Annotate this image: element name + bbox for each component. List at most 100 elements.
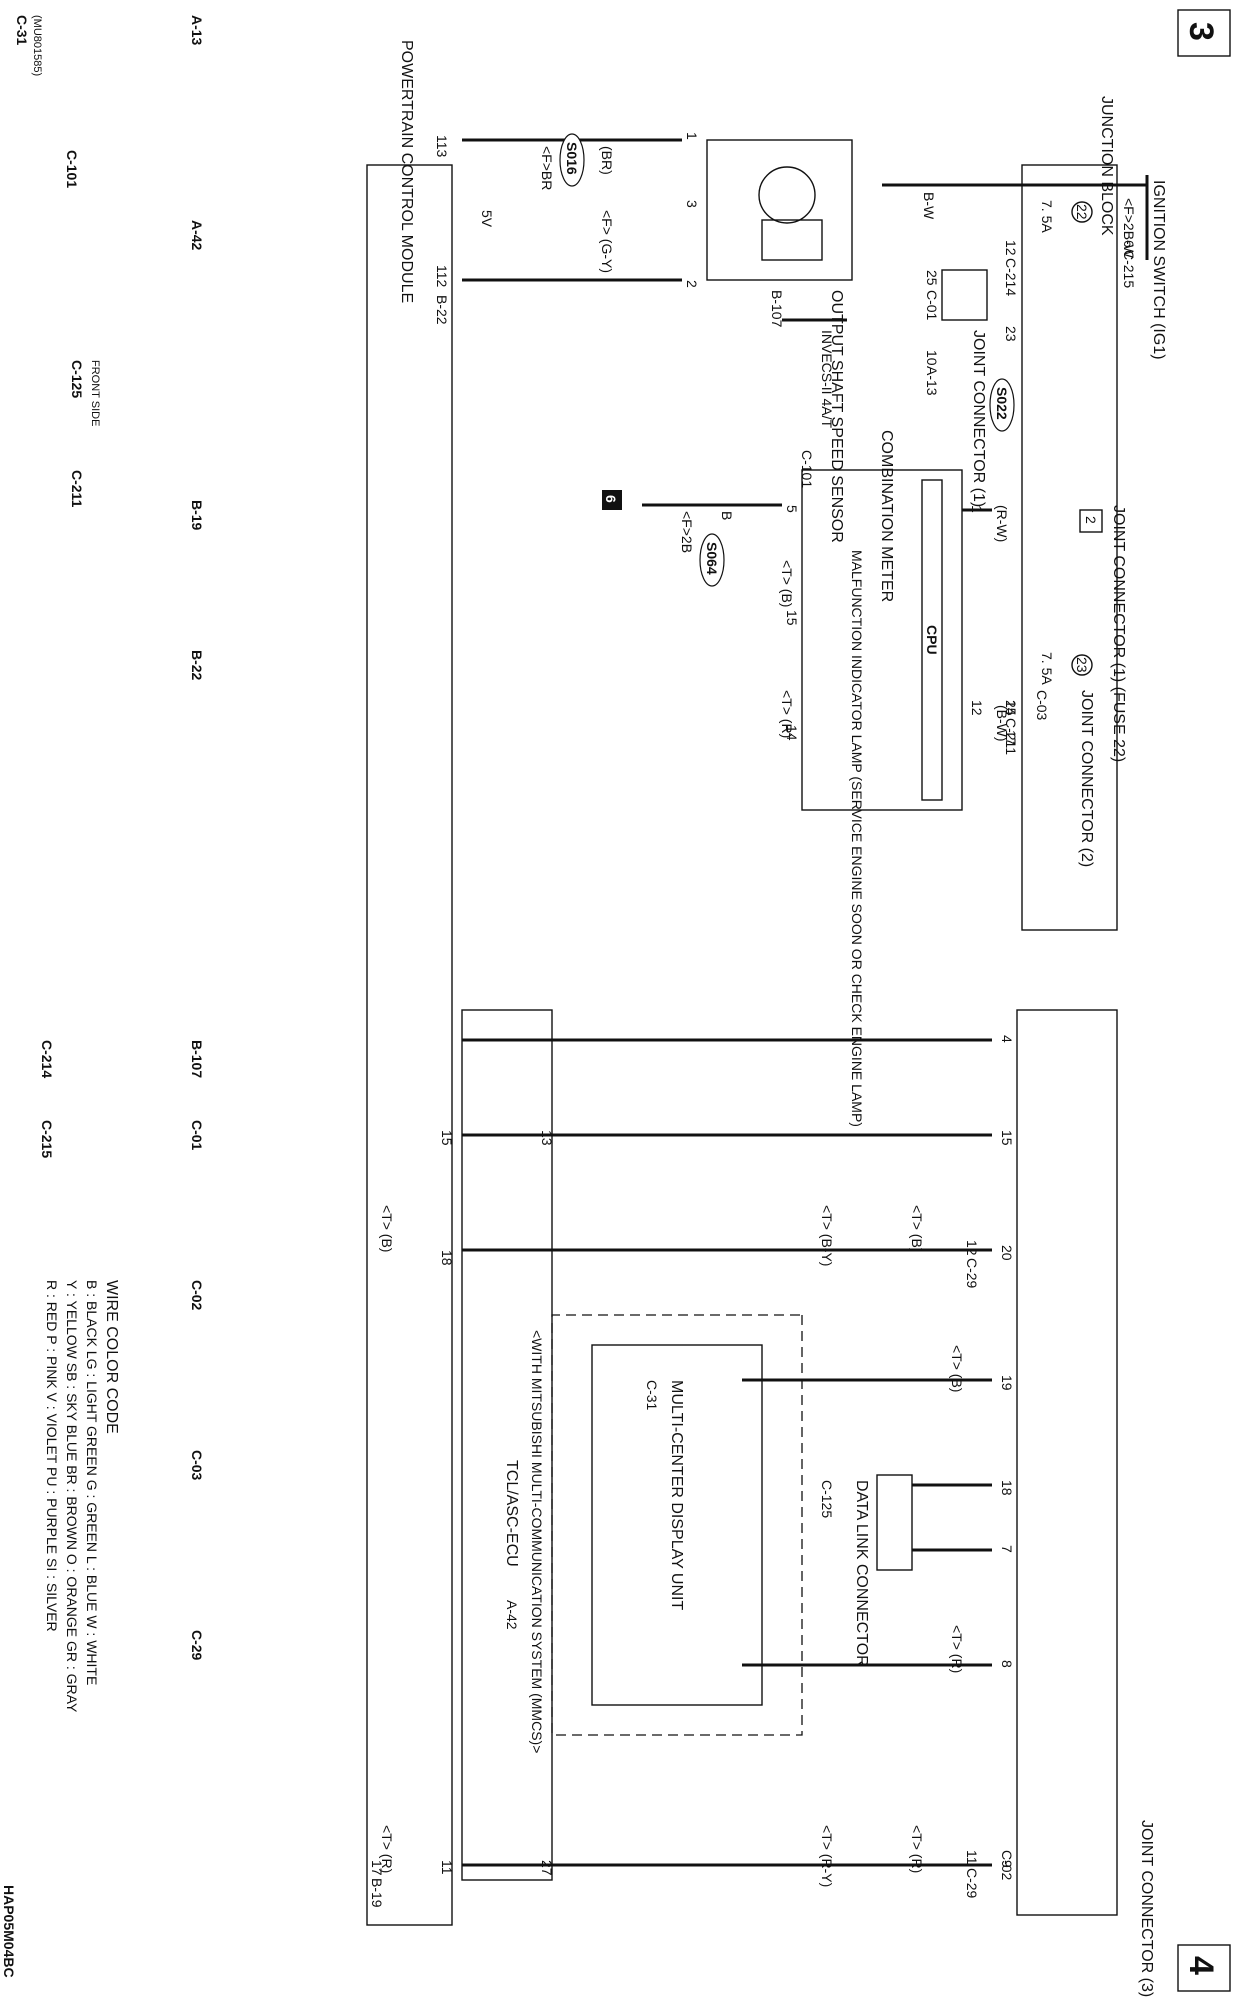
fuse-22-amps: 7. 5A: [1039, 200, 1055, 233]
fuse-23-amps: 7. 5A: [1039, 652, 1055, 685]
svg-text:B-22: B-22: [189, 650, 205, 681]
connector-view-b107: B-107: [189, 1040, 205, 1078]
svg-text:B-19: B-19: [189, 500, 205, 531]
wire-f2b-w: <F>2B-W: [1121, 198, 1137, 259]
wire-t-ry: <T> (R-Y): [819, 1825, 835, 1887]
page-marker-right-box: [1177, 1944, 1231, 1992]
combination-meter: [801, 469, 963, 811]
pin-2-box: 2: [1083, 516, 1099, 524]
fuse-23: 23: [1074, 657, 1090, 673]
pin-12-c29: 12: [964, 1240, 980, 1256]
pin-15-meter: 15: [784, 610, 800, 626]
output-shaft-speed-sensor: [706, 139, 853, 281]
pin-17: 17: [1003, 730, 1019, 746]
conn-b22-ref: B-22: [434, 295, 450, 325]
svg-text:C-215: C-215: [39, 1120, 55, 1158]
wire-t-b-meter: <T> (B): [779, 560, 795, 607]
pin-18: 18: [999, 1480, 1015, 1496]
svg-text:B-107: B-107: [189, 1040, 205, 1078]
wire-f2b: <F>2B: [679, 511, 695, 553]
wire-t-b-19: <T> (B): [949, 1345, 965, 1392]
page-number-left: 3: [1182, 22, 1220, 41]
pin-25-jb: 25: [1003, 700, 1019, 716]
connector-view-c31: C-31 (MU801585): [14, 15, 43, 76]
conn-c211-ref: C-211: [1003, 718, 1019, 755]
fuse-pin-box: [1079, 509, 1103, 533]
pin-15-jc3: 15: [999, 1130, 1015, 1146]
wire-t-b-20: <T> (B): [909, 1205, 925, 1252]
splice-s064: S064: [704, 542, 720, 575]
multi-center-display-label: MULTI-CENTER DISPLAY UNIT: [668, 1380, 685, 1610]
data-link-connector: [876, 1474, 913, 1571]
pin-5-meter: 5: [784, 505, 800, 513]
pin-4: 4: [999, 1035, 1015, 1043]
pin-2: 2: [684, 280, 700, 288]
ground-marker: 6: [603, 495, 619, 503]
conn-c31-ref: C-31: [644, 1380, 660, 1411]
wire-t-b-pcm: <T> (B): [379, 1205, 395, 1252]
sensor-label: OUTPUT SHAFT SPEED SENSOR: [828, 290, 845, 543]
splice-s064-tag: [699, 533, 725, 587]
conn-c29-ref-2: C-29: [964, 1868, 980, 1899]
wire-t-r-meter: <T> (R): [779, 690, 795, 738]
connector-view-c01: C-01: [189, 1120, 205, 1151]
joint-connector-2-label: JOINT CONNECTOR (2): [1078, 690, 1095, 867]
svg-text:C-211: C-211: [69, 470, 85, 508]
connector-view-b22: B-22: [189, 650, 205, 681]
connector-view-c211: C-211: [69, 470, 85, 508]
svg-text:C-125: C-125: [69, 360, 85, 398]
pin-6: 6: [1121, 240, 1137, 248]
connector-view-c125: C-125 FRONT SIDE: [69, 360, 101, 426]
pin-19: 19: [999, 1375, 1015, 1391]
connector-view-c29: C-29: [189, 1630, 205, 1661]
wire-color-legend: WIRE COLOR CODE B : BLACK LG : LIGHT GRE…: [44, 1280, 120, 1713]
fuse-22-circle: [1071, 201, 1093, 223]
wire-r-w: (R-W): [994, 505, 1010, 542]
svg-text:Y : YELLOW SB : SKY BLUE B: Y : YELLOW SB : SKY BLUE BR : BROWN O : …: [64, 1280, 80, 1713]
cpu-block: [921, 479, 943, 801]
svg-text:A-42: A-42: [189, 220, 205, 251]
conn-c215-ref: C-215: [1121, 250, 1137, 288]
svg-text:C-29: C-29: [189, 1630, 205, 1661]
conn-c01-ref: C-01: [924, 290, 940, 321]
conn-c02-ref: C-02: [999, 1850, 1015, 1881]
junction-block: [1021, 164, 1118, 931]
pin-10: 10: [924, 350, 940, 366]
conn-c101-ref: C-101: [799, 450, 815, 488]
junction-block-label: JUNCTION BLOCK: [1098, 96, 1115, 236]
pin-14-meter: 14: [784, 725, 800, 741]
connector-view-b19: B-19: [189, 500, 205, 531]
pin-12: 12: [1003, 240, 1019, 256]
cpu-label: CPU: [924, 625, 940, 655]
splice-s022: S022: [994, 387, 1010, 420]
conn-c03-ref: C-03: [1034, 690, 1050, 721]
wire-t-r-9: <T> (R): [909, 1825, 925, 1873]
connector-view-c214: C-214: [39, 1040, 55, 1078]
pin-15-tcu: 15: [439, 1130, 455, 1146]
combination-meter-label: COMBINATION METER: [878, 430, 895, 602]
svg-text:(MU801585): (MU801585): [31, 15, 43, 76]
svg-text:C-02: C-02: [189, 1280, 205, 1311]
pin-14: 14: [1003, 700, 1019, 716]
multi-center-display-unit: [591, 1344, 763, 1706]
pin-11-c29: 11: [964, 1850, 980, 1865]
ground-marker-box: [602, 490, 622, 510]
wire-t-r-pcm: <T> (R): [379, 1825, 395, 1873]
page-marker-left-box: [1177, 9, 1231, 57]
pin-23: 23: [1003, 326, 1019, 342]
ignition-switch-label: IGNITION SWITCH (IG1): [1150, 180, 1167, 360]
pin-8: 8: [999, 1660, 1015, 1668]
fuse-22: 22: [1074, 204, 1090, 220]
svg-text:A-13: A-13: [189, 15, 205, 46]
svg-text:C-101: C-101: [64, 150, 80, 188]
conn-b107-ref: B-107: [769, 290, 785, 328]
wire-br-label: (BR): [599, 146, 615, 175]
joint-connector-1-fuse-label: JOINT CONNECTOR (1) (FUSE 22): [1110, 505, 1127, 762]
pin-113: 113: [434, 135, 450, 158]
tcl-asc-ecu: [461, 1009, 553, 1881]
pin-1: 1: [684, 132, 700, 140]
pin-25: 25: [924, 270, 940, 286]
svg-text:C-31: C-31: [14, 15, 30, 46]
pin-27-tcu: 27: [539, 1860, 555, 1876]
